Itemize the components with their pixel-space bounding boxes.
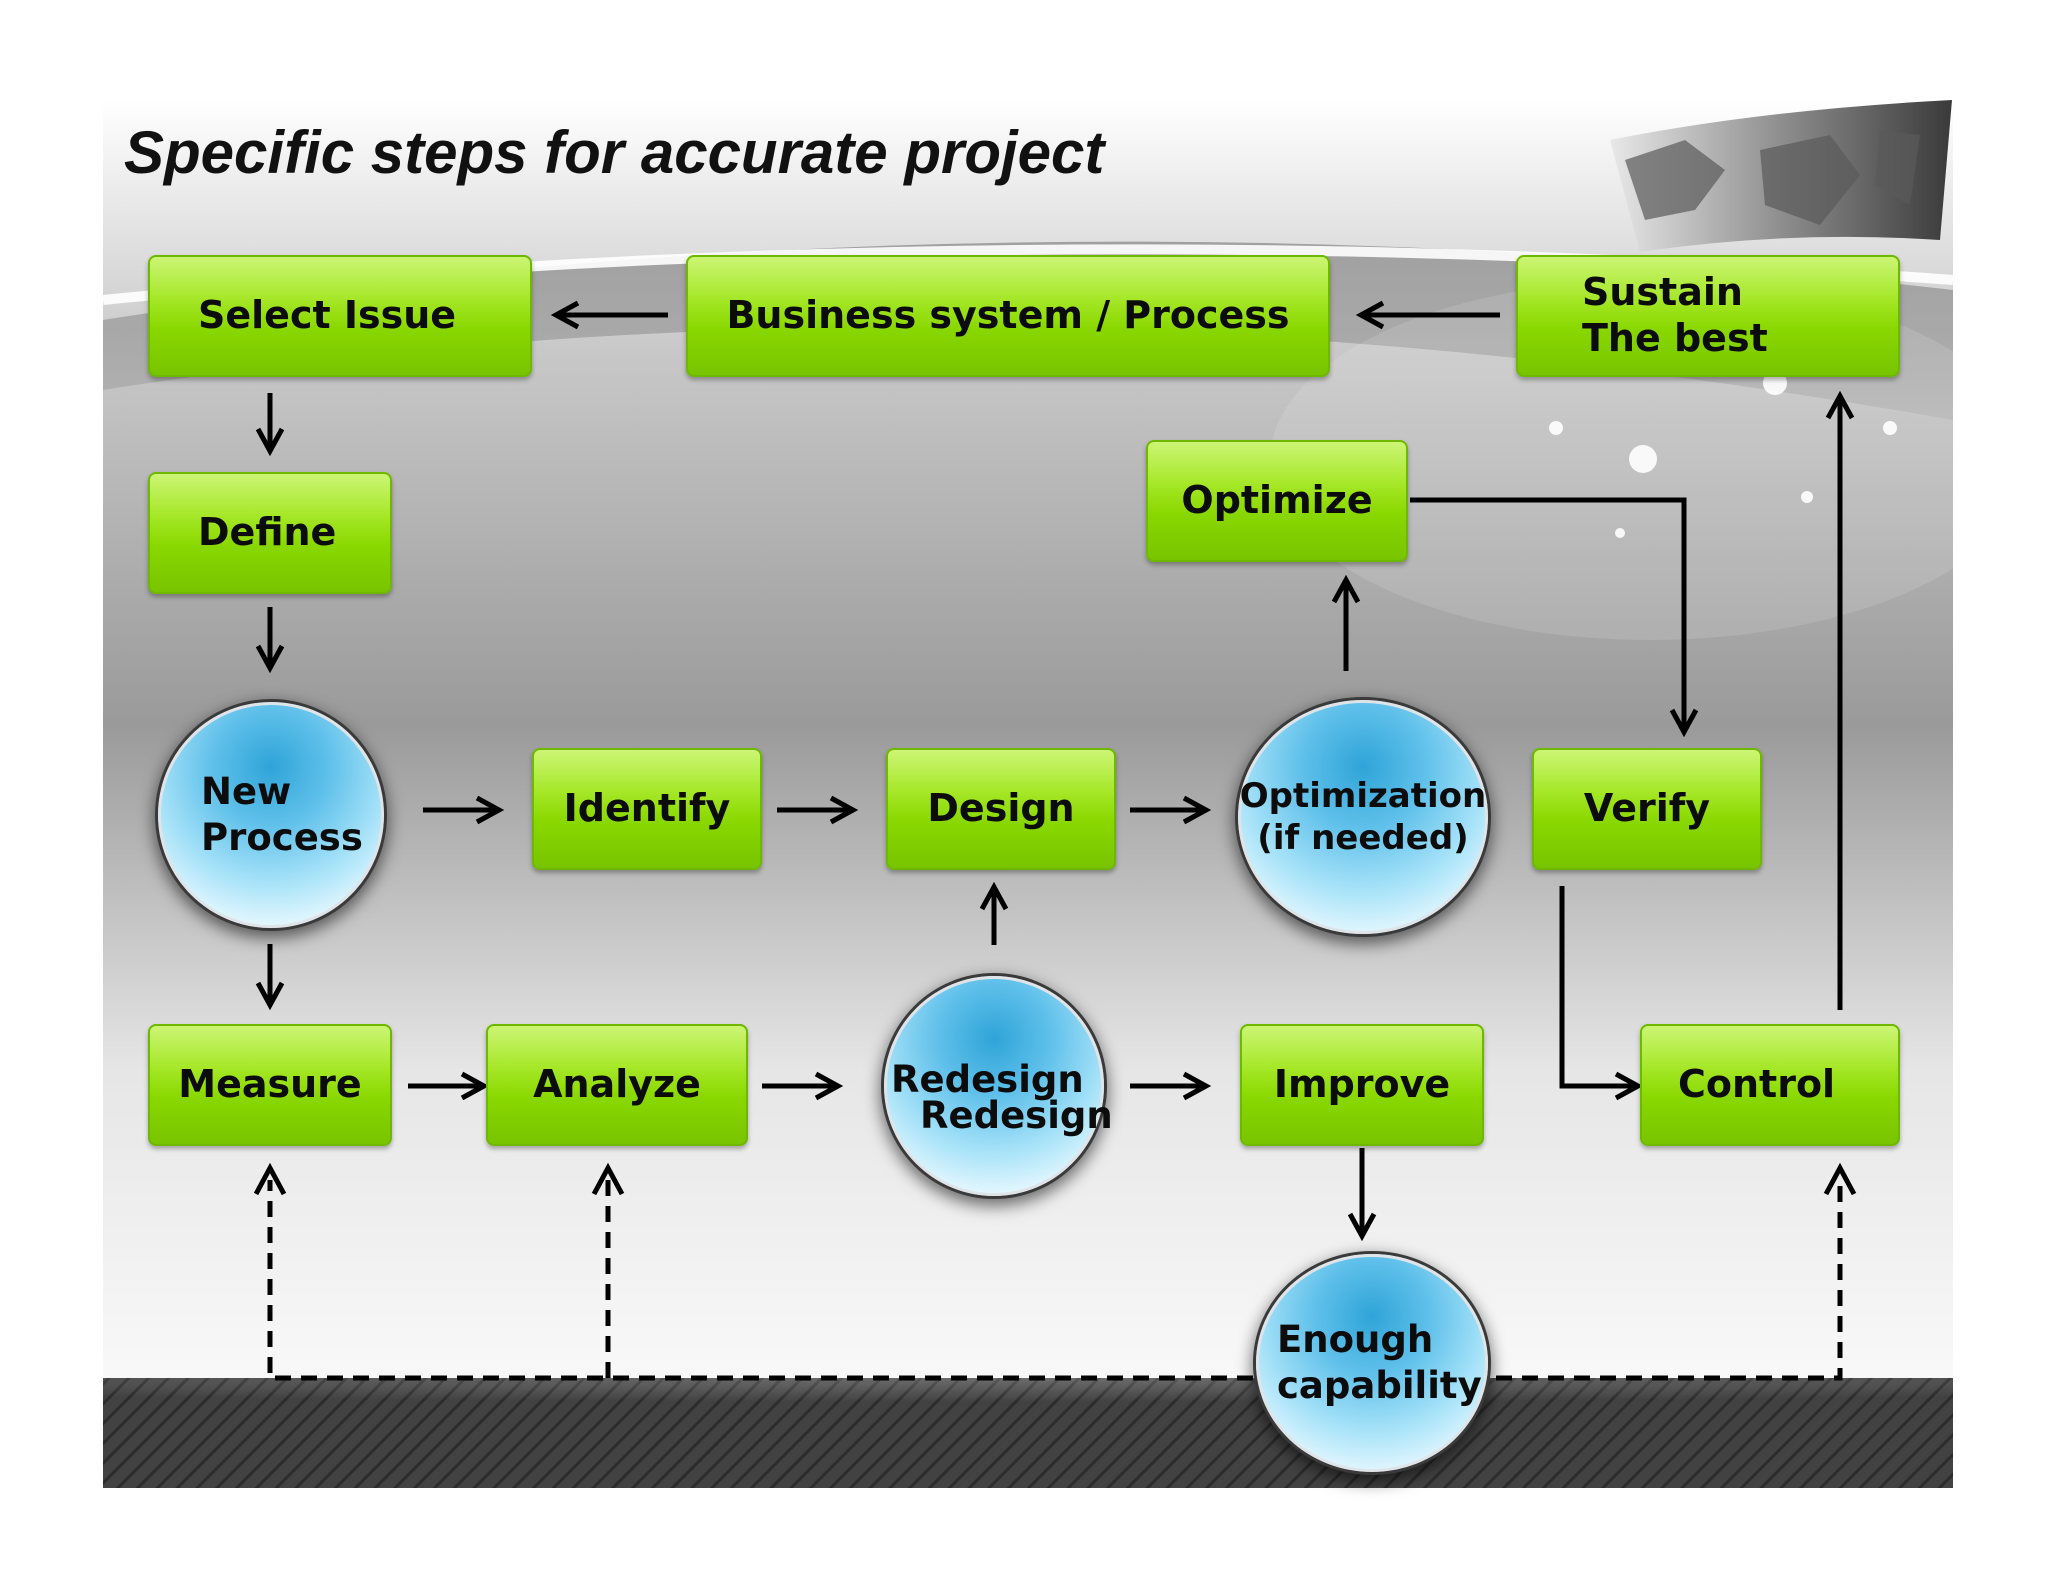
node-sustain: Sustain The best (1516, 255, 1900, 377)
node-select-issue: Select Issue (148, 255, 532, 377)
node-new-process: New Process (158, 702, 384, 928)
node-control: Control (1640, 1024, 1900, 1146)
flow-arrows (253, 300, 1857, 1381)
node-optimization: Optimization (if needed) (1238, 700, 1488, 934)
node-label: Define (198, 510, 337, 555)
node-measure: Measure (148, 1024, 392, 1146)
node-verify: Verify (1532, 748, 1762, 870)
node-enough-capability: Enough capability (1256, 1254, 1488, 1472)
node-label: Optimize (1181, 478, 1373, 523)
node-redesign: Redesign (884, 976, 1104, 1196)
node-define: Define (148, 472, 392, 594)
node-label: Verify (1583, 786, 1711, 831)
node-label: Analyze (533, 1062, 701, 1107)
page-title: Specific steps for accurate project (124, 119, 1105, 186)
world-globe-graphic (1610, 100, 1952, 252)
node-label: New Process (201, 769, 363, 859)
node-label: Select Issue (198, 293, 457, 338)
node-label: Control (1678, 1062, 1836, 1107)
node-design: Design (886, 748, 1116, 870)
node-analyze: Analyze (486, 1024, 748, 1146)
node-business-system: Business system / Process (686, 255, 1330, 377)
node-identify: Identify (532, 748, 762, 870)
node-label: Business system / Process (726, 293, 1290, 338)
node-label: Redesign (891, 1057, 1084, 1101)
node-label: Sustain The best (1582, 270, 1768, 360)
node-label: Measure (178, 1062, 362, 1107)
node-redesign-overlay-label: Redesign (920, 1094, 1113, 1137)
node-improve: Improve (1240, 1024, 1484, 1146)
node-label: Design (927, 786, 1075, 831)
node-optimize: Optimize (1146, 440, 1408, 562)
node-label: Enough capability (1277, 1317, 1482, 1407)
node-label: Identify (563, 786, 731, 831)
node-label: Optimization (if needed) (1239, 775, 1487, 859)
node-label: Improve (1273, 1062, 1451, 1107)
